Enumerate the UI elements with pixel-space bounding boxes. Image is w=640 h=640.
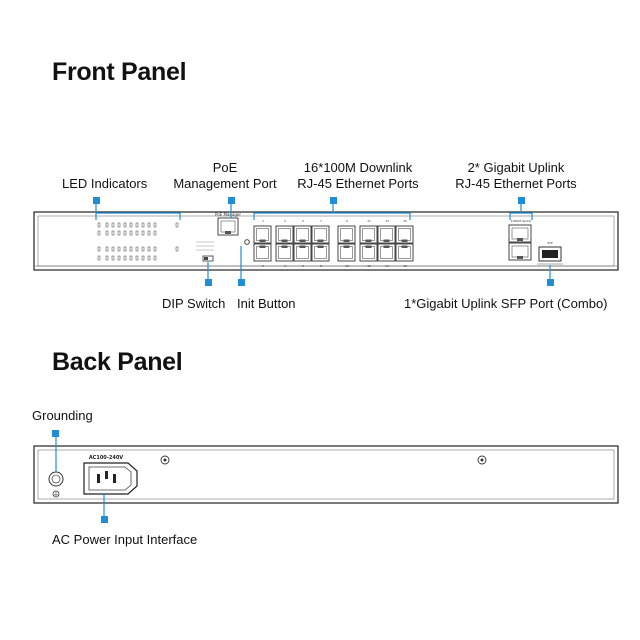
rj45-port-15[interactable] [395,225,414,244]
front-panel-device: PoE Manager 1 3 5 7 9 11 13 15 2 4 6 8 1… [33,211,619,271]
port-number-1: 1 [262,219,264,223]
rj45-port-6[interactable] [293,243,312,262]
led-marker [93,197,100,204]
downlink-marker [330,197,337,204]
uplink-rj45-ports[interactable]: 1000M Uplink [508,219,532,261]
grounding-marker [52,430,59,437]
ac-power-inlet[interactable]: AC100-240V [83,455,138,495]
port-number-2: 2 [262,264,264,268]
port-number-15: 15 [403,219,407,223]
uplink-marker [518,197,525,204]
rj45-port-8[interactable] [311,243,330,262]
port-number-16: 16 [403,264,407,268]
rj45-port-11[interactable] [359,225,378,244]
back-callout-markers [52,430,108,523]
front-panel-heading: Front Panel [52,58,187,86]
init-button[interactable] [244,239,250,245]
dip-switch-label: DIP Switch [162,296,226,311]
mounting-screw-left [160,455,170,465]
ac-power-input-label: AC Power Input Interface [52,532,198,547]
front-callout-markers [93,197,554,286]
downlink-ports-label: 16*100M Downlink RJ-45 Ethernet Ports [297,160,419,191]
rj45-port-3[interactable] [275,225,294,244]
rj45-port-13[interactable] [377,225,396,244]
grounding-screw[interactable] [48,471,64,498]
port-number-10: 10 [345,264,349,268]
sfp-port-label: 1*Gigabit Uplink SFP Port (Combo) [404,296,608,311]
dip-switch[interactable] [196,241,214,262]
poe-marker [228,197,235,204]
init-marker [238,279,245,286]
rj45-port-10[interactable] [337,243,356,262]
rj45-port-5[interactable] [293,225,312,244]
sfp-marker [547,279,554,286]
port-number-9: 9 [346,219,348,223]
port-number-14: 14 [385,264,389,268]
rj45-port-7[interactable] [311,225,330,244]
mounting-screw-right [477,455,487,465]
port-number-13: 13 [385,219,389,223]
port-number-6: 6 [302,264,304,268]
back-panel-device: AC100-240V [33,445,619,504]
downlink-ports [253,225,414,262]
uplink-ports-label: 2* Gigabit Uplink RJ-45 Ethernet Ports [455,160,577,191]
port-number-7: 7 [320,219,322,223]
port-number-11: 11 [367,219,371,223]
uplink-caption: 1000M Uplink [511,219,532,223]
rj45-port-4[interactable] [275,243,294,262]
poe-management-port[interactable]: PoE Manager [215,212,241,236]
led-indicators-label: LED Indicators [62,176,148,191]
rj45-port-14[interactable] [377,243,396,262]
voltage-label: AC100-240V [89,455,123,461]
ac-marker [101,516,108,523]
led-indicator-array [97,222,179,261]
rj45-port-9[interactable] [337,225,356,244]
rj45-port-12[interactable] [359,243,378,262]
port-number-5: 5 [302,219,304,223]
init-button-label: Init Button [237,296,296,311]
downlink-port-numbers: 1 3 5 7 9 11 13 15 2 4 6 8 10 12 14 16 [262,219,407,268]
sfp-port[interactable]: SFP [537,241,563,265]
port-number-12: 12 [367,264,371,268]
sfp-caption: SFP [547,241,553,245]
rj45-port-2[interactable] [253,243,272,262]
port-number-8: 8 [320,264,322,268]
poe-port-caption: PoE Manager [215,212,241,217]
rj45-port-16[interactable] [395,243,414,262]
back-callouts [55,436,105,518]
port-number-4: 4 [284,264,286,268]
port-number-3: 3 [284,219,286,223]
poe-management-port-label: PoE Management Port [173,160,277,191]
grounding-label: Grounding [32,408,93,423]
dip-marker [205,279,212,286]
back-panel-heading: Back Panel [52,348,183,376]
rj45-port-1[interactable] [253,225,272,244]
